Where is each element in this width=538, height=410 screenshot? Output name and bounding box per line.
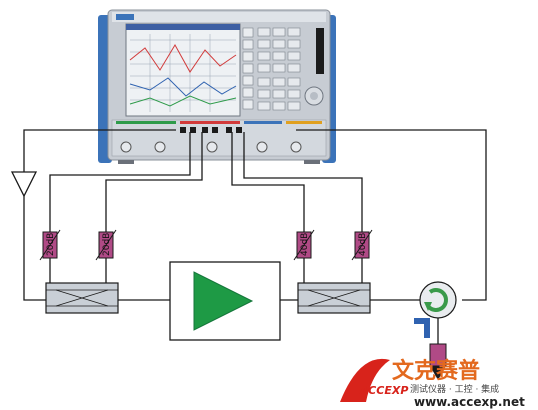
foot-left [118, 160, 134, 164]
coupler-input [45, 282, 119, 314]
variable-arrow-icon [293, 229, 315, 261]
port-band-green [116, 121, 176, 124]
amplifier-dut [169, 261, 281, 341]
variable-arrow-icon [39, 229, 61, 261]
circulator-arrow-icon [426, 288, 448, 312]
termination-load [429, 343, 447, 380]
attenuator-4-label: 40dB [358, 233, 368, 256]
screen-titlebar [126, 24, 240, 30]
logo-swoosh-icon [340, 358, 390, 402]
test-ports [120, 141, 302, 153]
ground-icon [430, 366, 446, 380]
attenuator-4: 40dB [351, 229, 373, 261]
wire-att2 [105, 132, 203, 232]
amplifier-icon [193, 271, 254, 331]
wire-att3 [231, 132, 305, 232]
logo-url: www.accexp.net [414, 395, 525, 409]
coupler-output [297, 282, 371, 314]
wire-right-return [296, 129, 487, 301]
wire-source-down [23, 196, 50, 301]
port-band-red [180, 121, 240, 124]
trace-red [129, 44, 237, 73]
wire-att4 [243, 132, 363, 232]
softkeys [242, 27, 254, 110]
foot-right [304, 160, 320, 164]
top-strip [112, 12, 326, 22]
side-display [316, 28, 324, 74]
wire-att1 [49, 132, 191, 232]
attenuator-1: 20dB [39, 229, 61, 261]
rotary-knob-center [310, 92, 318, 100]
network-analyzer [98, 9, 336, 164]
trace-green [129, 95, 237, 107]
circulator [419, 281, 457, 319]
variable-arrow-icon [351, 229, 373, 261]
watermark-logo: ACCEXP 文克赛普 测试仪器 · 工控 · 集成 www.accexp.ne… [340, 358, 525, 409]
keypad [257, 27, 301, 111]
variable-arrow-icon [95, 229, 117, 261]
port-band-blue [244, 121, 282, 124]
front-panel [111, 119, 327, 157]
attenuator-3-label: 40dB [300, 233, 310, 256]
brand-logo [116, 14, 134, 20]
attenuator-3: 40dB [293, 229, 315, 261]
attenuator-1-label: 20dB [46, 233, 56, 256]
analyzer-screen [125, 23, 241, 117]
attenuator-2: 20dB [95, 229, 117, 261]
trace-blue [129, 77, 237, 97]
logo-tagline: 测试仪器 · 工控 · 集成 [410, 383, 499, 395]
logo-brand-cn: 文克赛普 [392, 358, 480, 384]
blue-arrow-icon [414, 318, 430, 338]
logo-latin: ACCEXP [359, 384, 408, 397]
signal-source-icon [10, 171, 38, 198]
attenuator-2-label: 20dB [102, 233, 112, 256]
screen-traces [130, 34, 236, 112]
port-band-yellow [286, 121, 322, 124]
direct-access-jacks [180, 127, 242, 133]
wire-source-left [23, 129, 176, 172]
wiring [23, 129, 487, 344]
